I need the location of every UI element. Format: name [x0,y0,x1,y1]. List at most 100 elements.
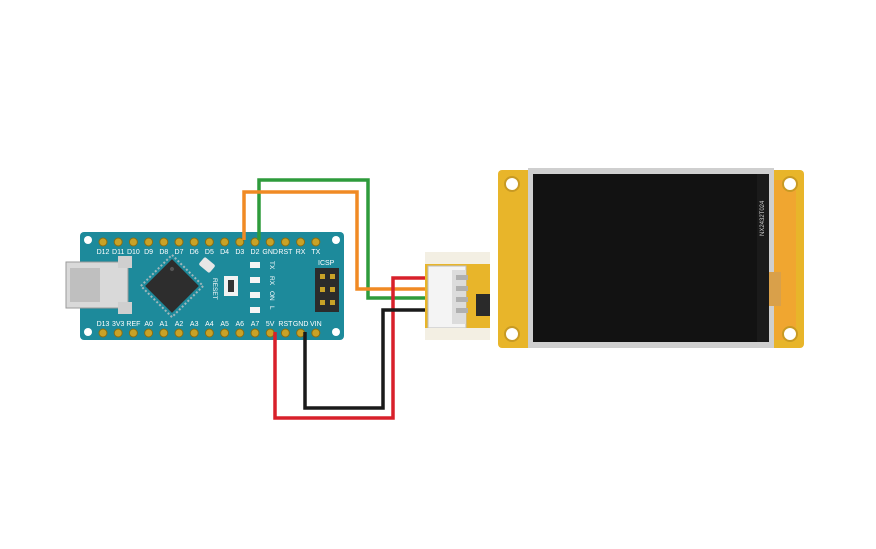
pin-header-hole [204,237,214,247]
bottom-pin-label: 5V [266,321,275,328]
bottom-pin-label: 3V3 [112,321,125,328]
bottom-pin-label: A0 [144,321,153,328]
mount-hole [504,176,520,192]
top-pin-label: TX [311,249,320,256]
icsp-pin [330,287,335,292]
pin-header-hole [174,237,184,247]
top-pin-label: D6 [190,249,199,256]
pin-header-hole [174,328,184,338]
pin-header-hole [159,328,169,338]
top-pin-label: D10 [127,249,140,256]
bottom-pin-label: A6 [236,321,245,328]
wires [242,178,456,420]
display-side-text: NX2432T024 [760,200,766,236]
wire-green [257,178,456,300]
usb-connector [65,256,132,314]
bottom-pin-label: A5 [220,321,229,328]
top-pin-label: D5 [205,249,214,256]
status-leds: TX RX ON L [250,261,275,313]
bottom-pin-label: A4 [205,321,214,328]
icsp-label: ICSP [318,260,335,267]
connector-pin [456,297,468,302]
led-label: TX [268,261,275,270]
bottom-pin-label: VIN [310,321,322,328]
led [250,292,260,298]
bottom-pin-label: D13 [97,321,110,328]
pin-header-hole [235,328,245,338]
pin-header-hole [265,328,275,338]
wire-black [303,308,456,410]
pin-header-hole [159,237,169,247]
pin-header-hole [280,237,290,247]
pin-header-hole [128,237,138,247]
top-pin-label: D3 [235,249,244,256]
pin-header-hole [235,237,245,247]
pin-header-hole [220,328,230,338]
pin-header-hole [204,328,214,338]
pin-header-hole [113,328,123,338]
mount-hole [84,328,92,336]
reset-label: RESET [211,278,218,300]
pin-header-hole [189,328,199,338]
bottom-pin-label: A7 [251,321,260,328]
mount-hole [782,176,798,192]
icsp-pin [320,287,325,292]
top-pin-label: RST [278,249,293,256]
pin-header-hole [296,237,306,247]
top-pin-label: D7 [175,249,184,256]
led-label: RX [268,276,275,286]
pin-header-hole [250,237,260,247]
top-pin-label: D12 [97,249,110,256]
pin-header-hole [98,328,108,338]
pin-header-hole [113,237,123,247]
pin-header-hole [144,328,154,338]
pin-header-hole [311,328,321,338]
crystal [199,257,215,273]
wire-red [273,276,456,420]
top-pin-label: D2 [251,249,260,256]
led-label: L [268,306,275,310]
reset-button [224,276,238,296]
top-pin-label: D4 [220,249,229,256]
pin-header-hole [189,237,199,247]
pin-header-hole [280,328,290,338]
led [250,262,260,268]
nextion-display: NX2432T024 [498,168,804,348]
top-pin-label: RX [296,249,306,256]
mount-hole [504,326,520,342]
bottom-pin-label: A2 [175,321,184,328]
connector-pin [456,275,468,280]
connector-pin [456,308,468,313]
lcd-screen [533,174,757,342]
connector-pin [456,286,468,291]
mount-hole [332,236,340,244]
bottom-pin-label: RST [278,321,293,328]
icsp-pin [330,274,335,279]
led [250,307,260,313]
top-pin-label: GND [262,249,278,256]
top-pin-label: D8 [159,249,168,256]
pin-header-hole [144,237,154,247]
icsp-pin [330,300,335,305]
mount-hole [332,328,340,336]
pin-header-hole [265,237,275,247]
pin-header-hole [220,237,230,247]
icsp-header [315,268,339,312]
icsp-pin [320,300,325,305]
icsp-pin [320,274,325,279]
pin-header-hole [311,237,321,247]
bottom-pin-label: REF [126,321,140,328]
connector-adapter [425,252,490,340]
led-label: ON [268,291,275,301]
bottom-pin-label: A3 [190,321,199,328]
ribbon-cable [769,272,781,306]
arduino-pcb [80,232,344,340]
led [250,277,260,283]
wire-orange [242,190,456,291]
top-pin-label: D11 [112,249,124,256]
top-pin-label: D9 [144,249,153,256]
